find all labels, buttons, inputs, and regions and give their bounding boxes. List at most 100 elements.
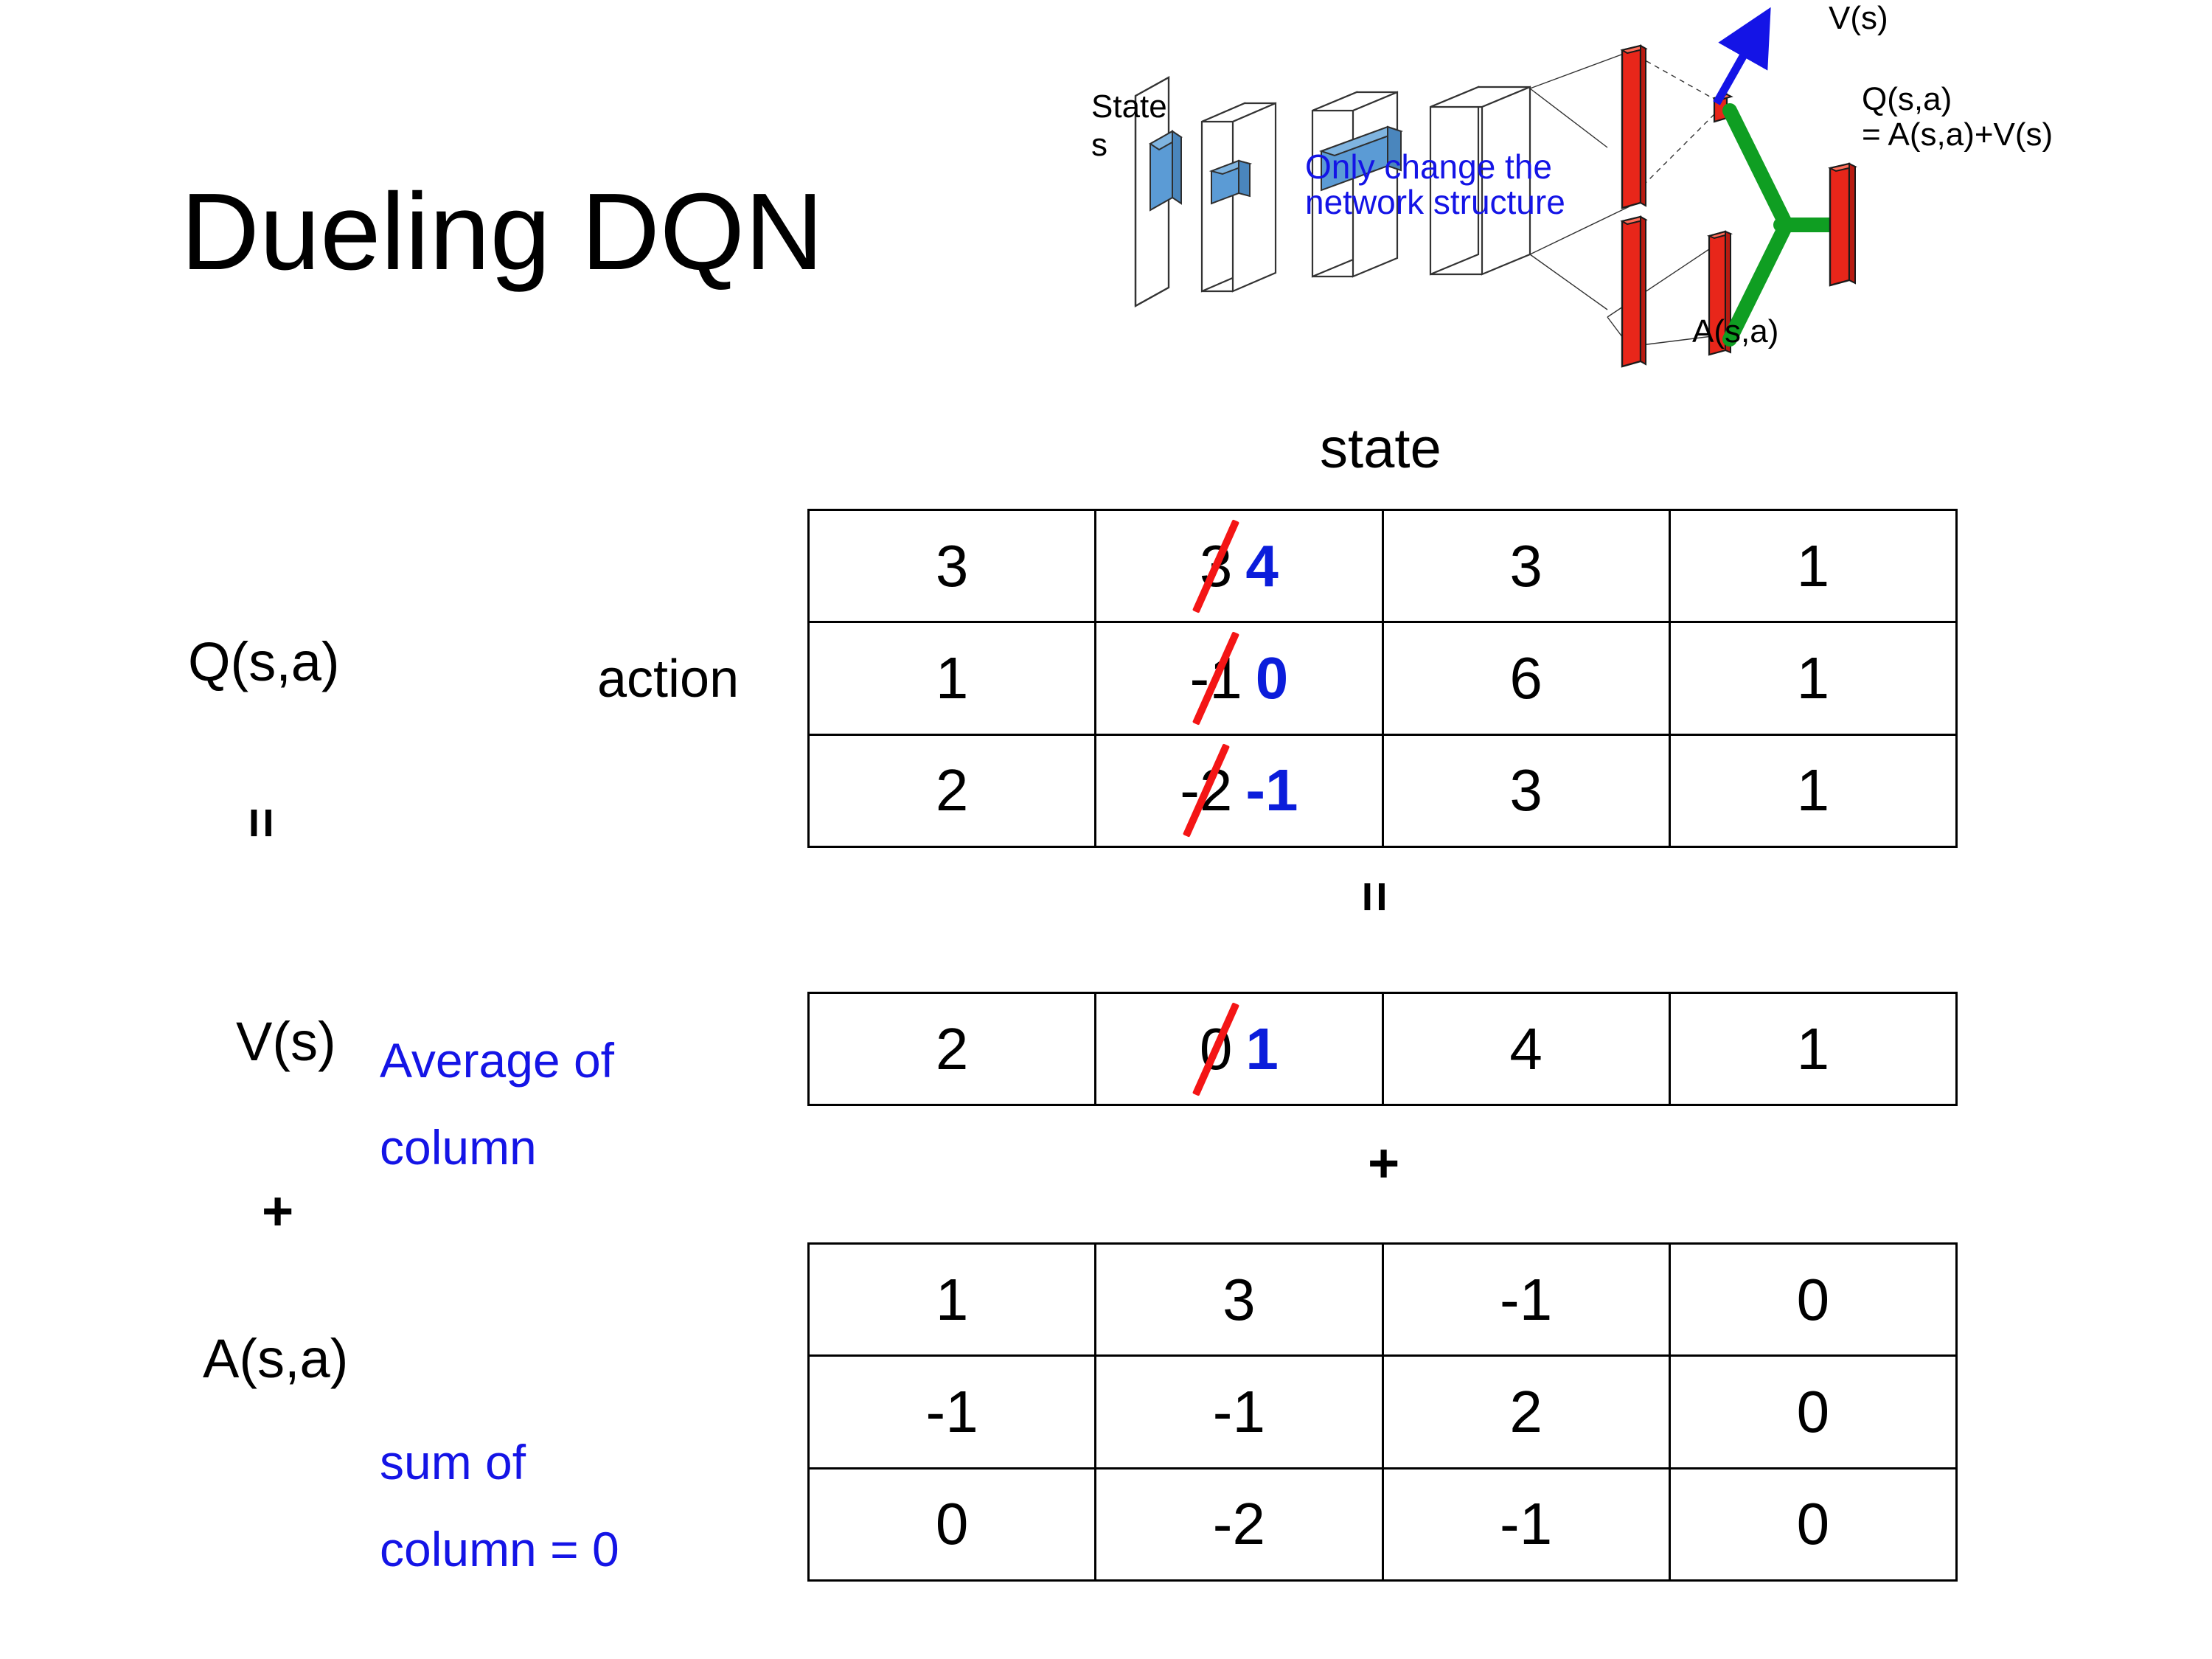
cell-value: 0 <box>1796 1491 1830 1557</box>
strikethrough-mark <box>1192 518 1240 613</box>
v-note-line2: column <box>380 1120 537 1175</box>
cell-value: 1 <box>1796 532 1830 599</box>
aggregation-merge-icon <box>1722 103 1843 347</box>
table-cell: 3 <box>1381 508 1671 624</box>
table-cell: 6 <box>1381 621 1671 736</box>
action-axis-label: action <box>597 650 740 709</box>
old-value: -1 <box>1190 631 1242 726</box>
table-cell: -1 <box>1381 1467 1671 1582</box>
cell-value: -1 <box>1500 1491 1553 1557</box>
table-cell: 0 <box>1668 1354 1958 1470</box>
cell-value: 3 <box>1509 757 1543 824</box>
q-function-label: Q(s,a) <box>188 631 340 692</box>
new-value: 4 <box>1245 532 1279 599</box>
a-function-label: A(s,a) <box>203 1328 349 1389</box>
strikethrough-mark <box>1192 1001 1240 1096</box>
plus-symbol-left: + <box>262 1180 294 1242</box>
table-row: 0 -2 -1 0 <box>807 1467 1958 1582</box>
a-note-line1: sum of <box>380 1435 526 1489</box>
cell-value: -1 <box>1500 1266 1553 1332</box>
table-cell: 3 <box>1094 1242 1384 1357</box>
table-row: 20141 <box>807 992 1958 1106</box>
table-cell: -1 <box>1094 1354 1384 1470</box>
table-cell: 4 <box>1381 992 1671 1106</box>
dueling-network-diagram: State s Only change the network structur… <box>1091 0 2212 413</box>
table-row: 1 -10 6 1 <box>807 621 1958 736</box>
cell-value: 1 <box>1796 644 1830 711</box>
table-cell: 2 <box>807 733 1097 849</box>
cell-value: 3 <box>935 532 969 599</box>
table-cell: 3 <box>1381 733 1671 849</box>
cell-value: 4 <box>1509 1015 1543 1082</box>
page-title: Dueling DQN <box>181 171 824 293</box>
table-cell: 01 <box>1094 992 1384 1106</box>
table-cell: 1 <box>1668 621 1958 736</box>
table-cell: 0 <box>1668 1467 1958 1582</box>
strikethrough-mark <box>1192 631 1240 726</box>
cell-value: 1 <box>1796 757 1830 824</box>
new-value: 0 <box>1255 644 1289 711</box>
plus-symbol-center: + <box>1368 1133 1400 1194</box>
cell-value: 3 <box>1222 1266 1256 1332</box>
old-value: -2 <box>1180 743 1232 838</box>
input-plane-icon <box>1134 76 1183 307</box>
table-cell: 34 <box>1094 508 1384 624</box>
conv-layer-1-icon <box>1200 102 1277 293</box>
table-cell: 1 <box>1668 733 1958 849</box>
conv-layer-3-icon <box>1429 86 1531 276</box>
advantage-stream-bar-icon <box>1620 215 1648 368</box>
old-value: 0 <box>1192 1001 1240 1096</box>
new-value: 1 <box>1245 1015 1279 1082</box>
value-arrow-icon <box>1713 7 1771 105</box>
table-cell: -1 <box>1381 1242 1671 1357</box>
table-cell: 1 <box>807 621 1097 736</box>
network-architecture-svg <box>1134 7 1857 368</box>
conv-layer-2-icon <box>1311 91 1404 278</box>
value-stream-bar-icon <box>1620 44 1648 209</box>
cell-value: 0 <box>935 1491 969 1557</box>
table-cell: 1 <box>1668 992 1958 1106</box>
table-row: 2 -2-1 3 1 <box>807 733 1958 849</box>
cell-value: 2 <box>935 757 969 824</box>
cell-value: 1 <box>935 644 969 711</box>
cell-value: 1 <box>1796 1015 1830 1082</box>
diagram-q-label-line1: Q(s,a) <box>1862 81 1952 117</box>
table-cell: -10 <box>1094 621 1384 736</box>
q-output-bar-icon <box>1828 162 1857 287</box>
cell-value: 1 <box>935 1266 969 1332</box>
v-function-label: V(s) <box>236 1011 336 1072</box>
table-cell: -2-1 <box>1094 733 1384 849</box>
equals-symbol-left: = <box>232 807 291 836</box>
table-cell: 2 <box>1381 1354 1671 1470</box>
diagram-state-label-line1: State <box>1091 88 1167 125</box>
cell-value: 2 <box>935 1015 969 1082</box>
cell-value: -1 <box>1212 1378 1265 1444</box>
diagram-value-label: V(s) <box>1829 0 1888 36</box>
diagram-note-line2: network structure <box>1305 183 1565 221</box>
state-axis-label: state <box>1320 417 1441 480</box>
table-cell: 1 <box>1668 508 1958 624</box>
cell-value: 0 <box>1796 1266 1830 1332</box>
strikethrough-mark <box>1182 743 1230 838</box>
diagram-state-label-line2: s <box>1091 127 1107 163</box>
table-row: -1 -1 2 0 <box>807 1354 1958 1470</box>
cell-value: 6 <box>1509 644 1543 711</box>
v-value-table: 20141 <box>807 992 1958 1106</box>
v-note-line1: Average of <box>380 1033 615 1088</box>
old-value: 3 <box>1192 518 1240 613</box>
cell-value: 0 <box>1796 1378 1830 1444</box>
table-cell: 2 <box>807 992 1097 1106</box>
cell-value: -2 <box>1212 1491 1265 1557</box>
new-value: -1 <box>1245 757 1298 824</box>
table-cell: 0 <box>807 1467 1097 1582</box>
table-row: 1 3 -1 0 <box>807 1242 1958 1357</box>
diagram-q-label-line2: = A(s,a)+V(s) <box>1862 116 2053 153</box>
table-cell: 1 <box>807 1242 1097 1357</box>
diagram-note-line1: Only change the <box>1305 147 1553 186</box>
equals-symbol-center: = <box>1345 881 1404 910</box>
table-row: 33431 <box>807 508 1958 624</box>
a-note-line2: column = 0 <box>380 1522 619 1576</box>
cell-value: -1 <box>925 1378 978 1444</box>
advantage-vector-node-icon <box>1706 230 1733 356</box>
